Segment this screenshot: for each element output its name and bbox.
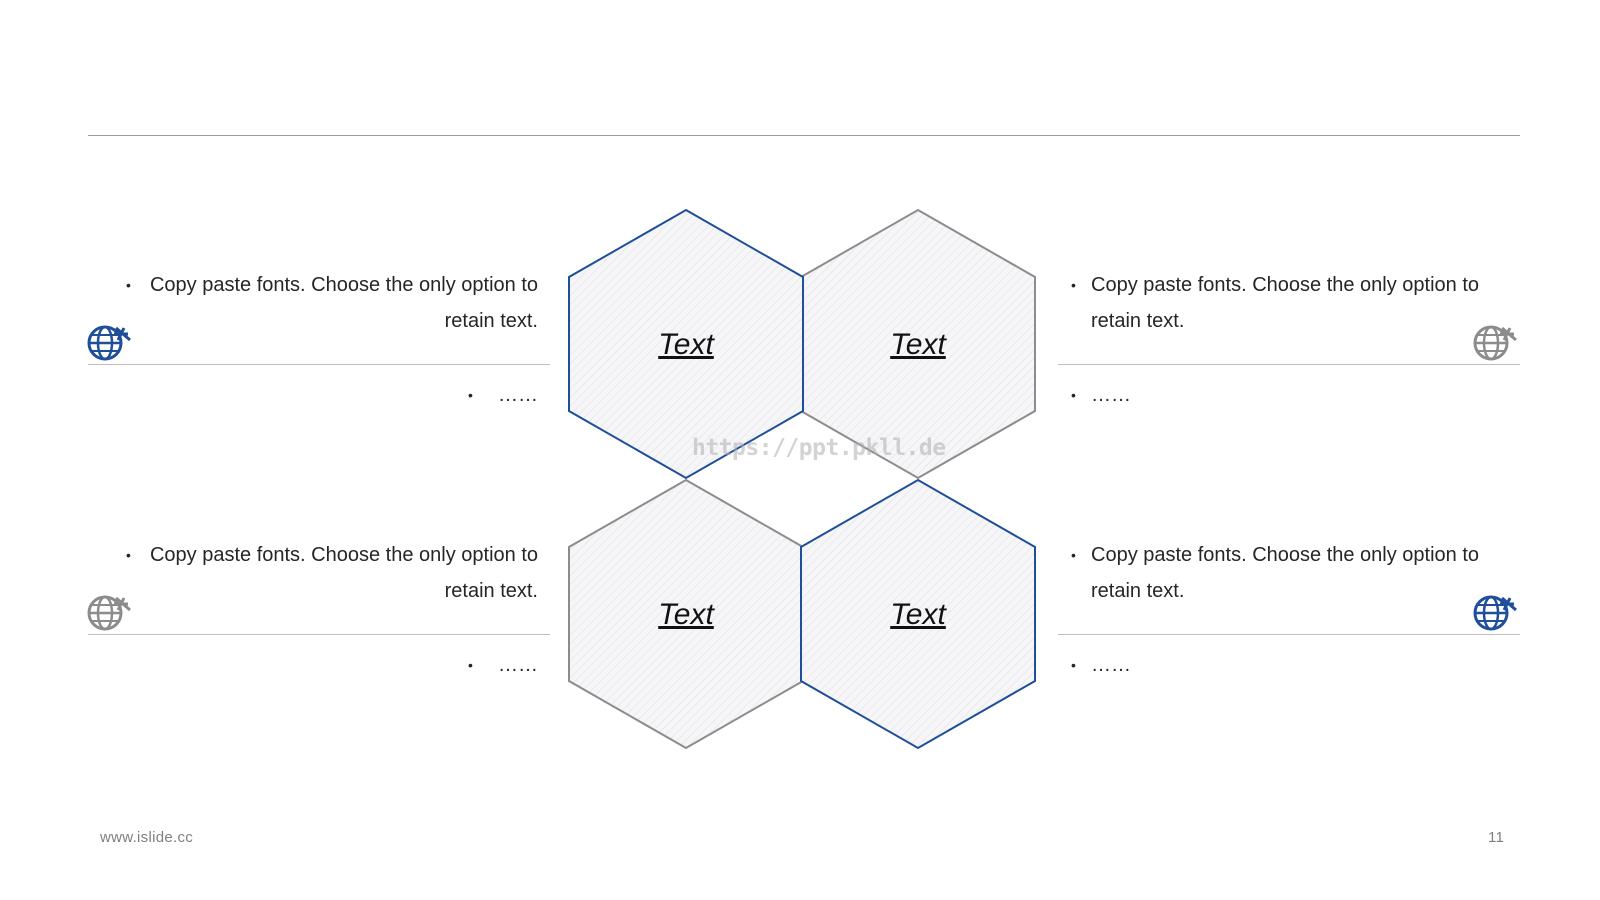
- block-divider: [1058, 364, 1520, 365]
- page-number: 11: [1488, 829, 1505, 846]
- secondary-bullet: • ……: [1071, 384, 1131, 406]
- text-block-top-left: • Copy paste fonts. Choose the only opti…: [120, 267, 538, 339]
- hexagon-label-1: Text: [658, 328, 715, 361]
- secondary-bullet: • ……: [468, 654, 538, 676]
- text-block-top-right: • Copy paste fonts. Choose the only opti…: [1067, 267, 1487, 339]
- block-line-1: Copy paste fonts. Choose the only option…: [1091, 544, 1480, 566]
- block-divider: [88, 364, 550, 365]
- title-divider: [88, 135, 1520, 136]
- secondary-bullet: • ……: [468, 384, 538, 406]
- hexagon-label-3: Text: [658, 598, 715, 631]
- globe-plane-icon: [86, 322, 134, 364]
- block-line-1: Copy paste fonts. Choose the only option…: [149, 544, 538, 566]
- globe-plane-icon: [1472, 322, 1520, 364]
- block-line-1: Copy paste fonts. Choose the only option…: [149, 274, 538, 296]
- footer-url: www.islide.cc: [100, 829, 194, 846]
- hexagon-label-2: Text: [890, 328, 947, 361]
- text-block-bottom-left: • Copy paste fonts. Choose the only opti…: [120, 537, 538, 609]
- block-divider: [88, 634, 550, 635]
- text-block-bottom-right: • Copy paste fonts. Choose the only opti…: [1067, 537, 1487, 609]
- secondary-bullet: • ……: [1071, 654, 1131, 676]
- block-line-1: Copy paste fonts. Choose the only option…: [1091, 274, 1480, 296]
- block-line-2: retain text.: [444, 310, 538, 332]
- block-line-2: retain text.: [1091, 580, 1185, 602]
- hexagon-label-4: Text: [890, 598, 947, 631]
- hexagon-1: [568, 208, 804, 480]
- block-line-2: retain text.: [444, 580, 538, 602]
- watermark: https://ppt.pkll.de: [692, 435, 946, 461]
- globe-plane-icon: [1472, 592, 1520, 634]
- globe-plane-icon: [86, 592, 134, 634]
- block-line-2: retain text.: [1091, 310, 1185, 332]
- block-divider: [1058, 634, 1520, 635]
- hexagon-4: [800, 478, 1036, 750]
